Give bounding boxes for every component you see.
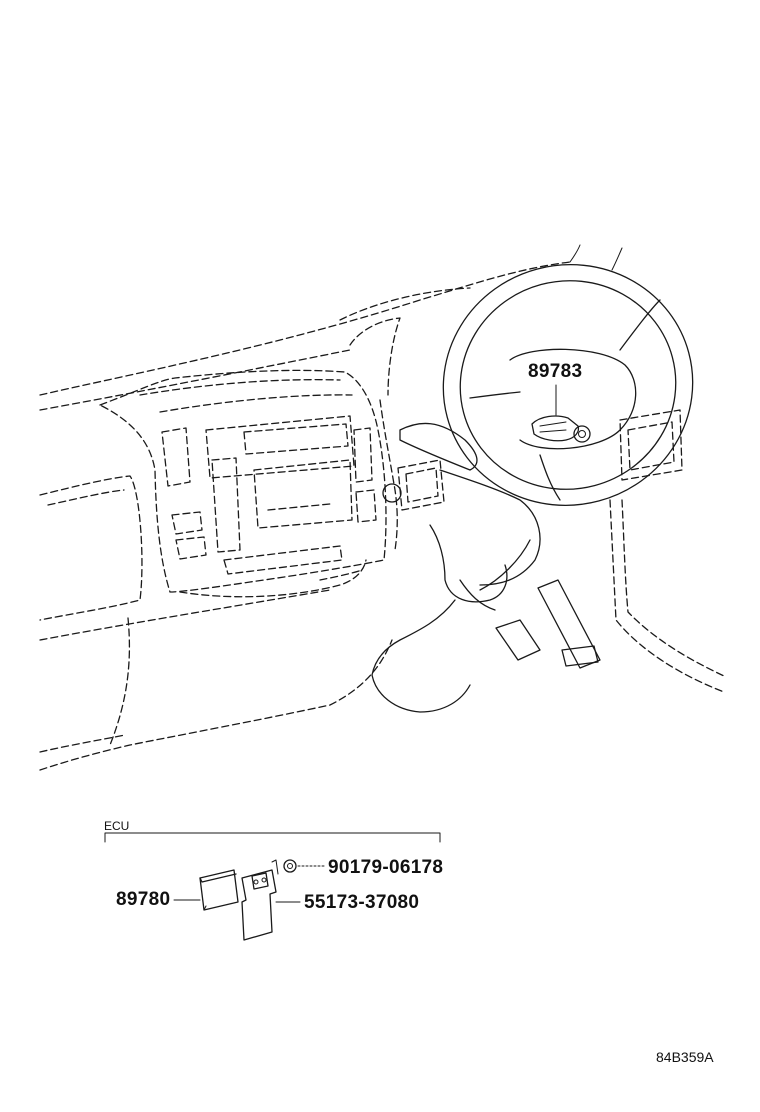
part-number-ecu: 89780 [116, 889, 171, 910]
ecu-module-part [199, 869, 239, 911]
part-number-immobiliser: 89783 [528, 361, 583, 382]
ecu-bracket-part [241, 859, 279, 941]
ecu-group-label: ECU [104, 819, 130, 833]
steering-column [371, 422, 601, 713]
screw-part [283, 859, 297, 873]
leader-lines [173, 865, 327, 903]
ecu-group-bracket [104, 832, 441, 843]
dashboard-outline [39, 261, 725, 771]
part-number-screw: 90179-06178 [328, 857, 444, 878]
immobiliser-coil-part [531, 384, 591, 443]
part-number-bracket: 55173-37080 [304, 892, 420, 913]
steering-wheel [442, 244, 694, 506]
illustration-code: 84B359A [656, 1049, 714, 1065]
